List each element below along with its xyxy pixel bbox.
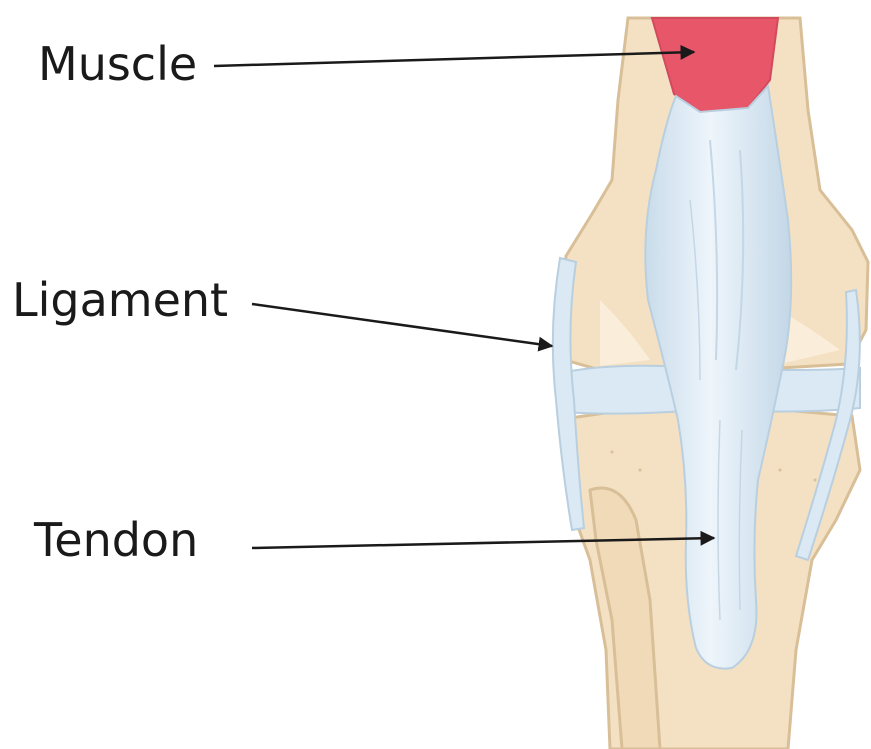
ligament-label-group: Ligament [12, 273, 552, 346]
ligament-label: Ligament [12, 273, 228, 327]
muscle-label-group: Muscle [38, 37, 694, 91]
muscle-label: Muscle [38, 37, 197, 91]
ligament-arrow [252, 304, 552, 346]
tendon-label: Tendon [33, 513, 198, 567]
